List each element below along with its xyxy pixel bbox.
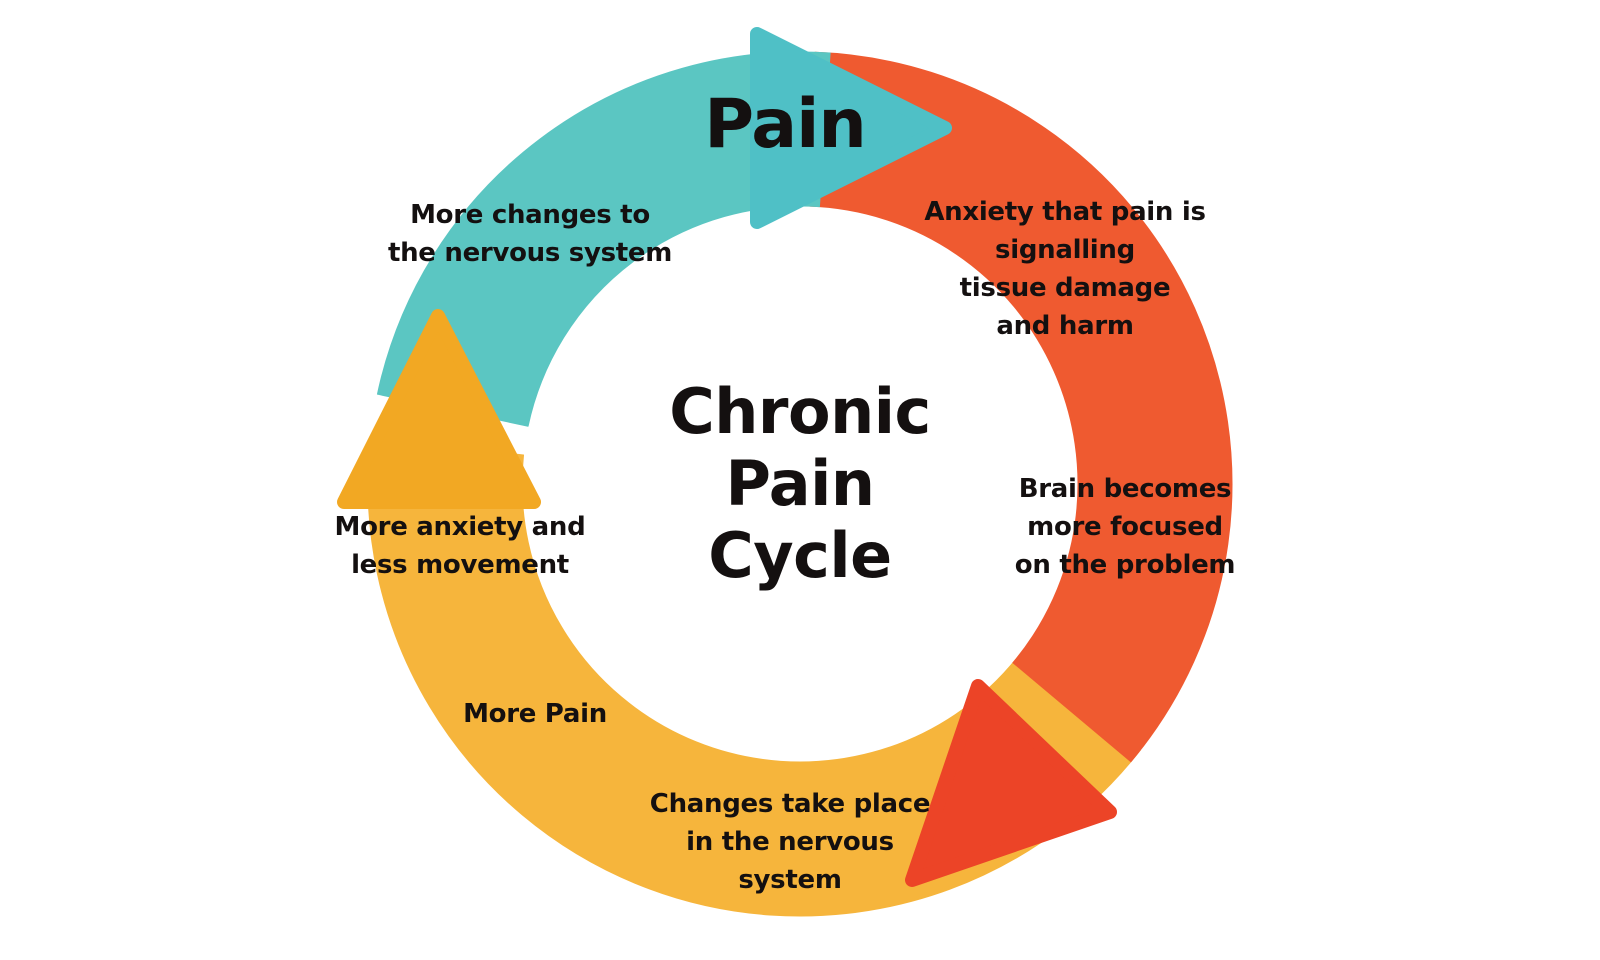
label-more-changes: More changes to the nervous system <box>387 200 673 268</box>
center-title: Chronic Pain Cycle <box>669 375 931 592</box>
label-changes-take-place: Changes take place in the nervous system <box>649 789 931 895</box>
red-down-arrowhead-icon <box>905 679 1117 887</box>
red-arc-segment <box>809 51 1233 763</box>
label-more-pain: More Pain <box>463 699 607 729</box>
pain-heading: Pain <box>704 85 867 164</box>
label-brain-focused: Brain becomes more focused on the proble… <box>1014 474 1236 580</box>
teal-right-arrowhead-icon <box>750 27 952 229</box>
yellow-up-arrowhead-icon <box>337 309 541 509</box>
label-anxiety-signalling: Anxiety that pain is signalling tissue d… <box>924 197 1206 341</box>
label-more-anxiety: More anxiety and less movement <box>334 512 586 580</box>
